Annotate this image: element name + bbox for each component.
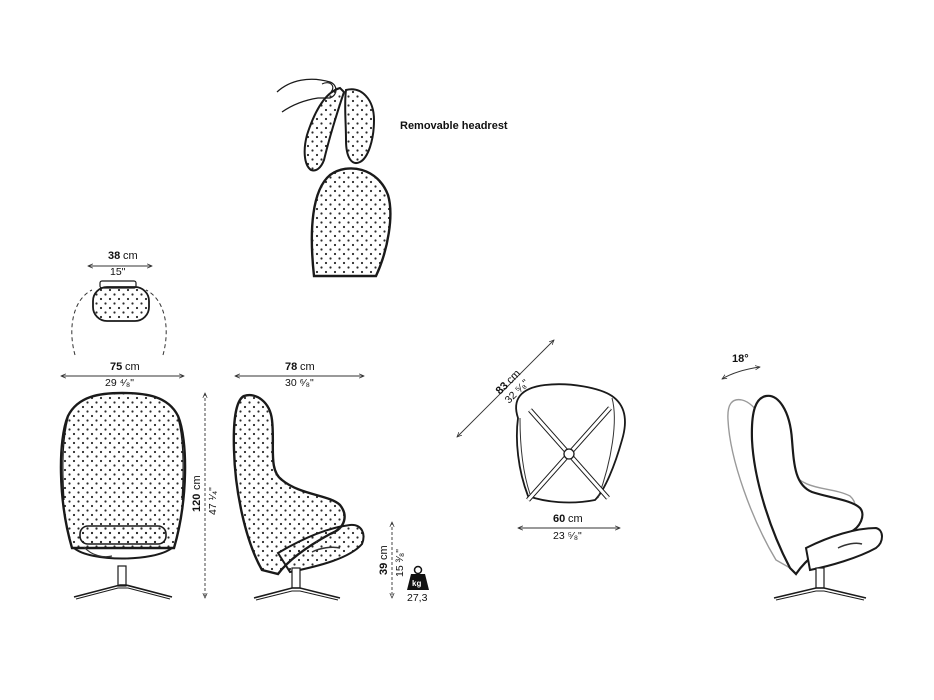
headrest-width-dimension: 38 cm 15" — [88, 250, 152, 278]
headrest-label: Removable headrest — [400, 120, 508, 132]
headrest-width-cm-value: 38 — [108, 250, 120, 262]
base-width-dimension: 60 cm 23 ⁵⁄₈" — [518, 513, 620, 542]
side-depth-cm-unit: cm — [300, 361, 315, 373]
seat-height-cm-unit: cm — [378, 545, 390, 560]
seat-height-inch: 15 ³⁄₈" — [394, 549, 406, 577]
weight-unit: kg — [412, 579, 421, 588]
seat-height-dimension: 39 cm 15 ³⁄₈" — [378, 522, 406, 598]
front-width-cm-unit: cm — [125, 361, 140, 373]
base-width-cm-unit: cm — [568, 513, 583, 525]
side-depth-dimension: 78 cm 30 ⁶⁄₈" — [235, 361, 364, 389]
seat-height-cm-value: 39 — [378, 563, 390, 575]
chair-recline-view — [727, 394, 883, 601]
height-inch: 47 ¹⁄₄" — [207, 487, 219, 515]
headrest-width-cm-unit: cm — [123, 250, 138, 262]
base-width-cm-value: 60 — [553, 513, 565, 525]
chair-top-view — [515, 383, 626, 504]
front-width-dimension: 75 cm 29 ⁴⁄₈" — [61, 361, 184, 389]
weight-value: 27,3 — [407, 592, 428, 604]
headrest-removal-illustration — [276, 78, 392, 278]
height-dimension: 120 cm 47 ¹⁄₄" — [191, 393, 219, 598]
height-cm-unit: cm — [191, 475, 203, 490]
base-width-inch: 23 ⁵⁄₈" — [553, 530, 582, 542]
recline-angle: 18° — [732, 353, 749, 365]
headrest-top-view — [71, 280, 167, 356]
headrest-width-inch: 15" — [110, 266, 126, 278]
height-cm-value: 120 — [191, 494, 203, 512]
front-width-cm-value: 75 — [110, 361, 122, 373]
weight-icon: kg 27,3 — [407, 565, 429, 604]
chair-side-view — [232, 393, 365, 601]
recline-angle-dimension: 18° — [722, 353, 760, 379]
side-depth-cm-value: 78 — [285, 361, 297, 373]
side-depth-inch: 30 ⁶⁄₈" — [285, 377, 314, 389]
front-width-inch: 29 ⁴⁄₈" — [105, 377, 134, 389]
chair-front-view — [59, 391, 187, 600]
